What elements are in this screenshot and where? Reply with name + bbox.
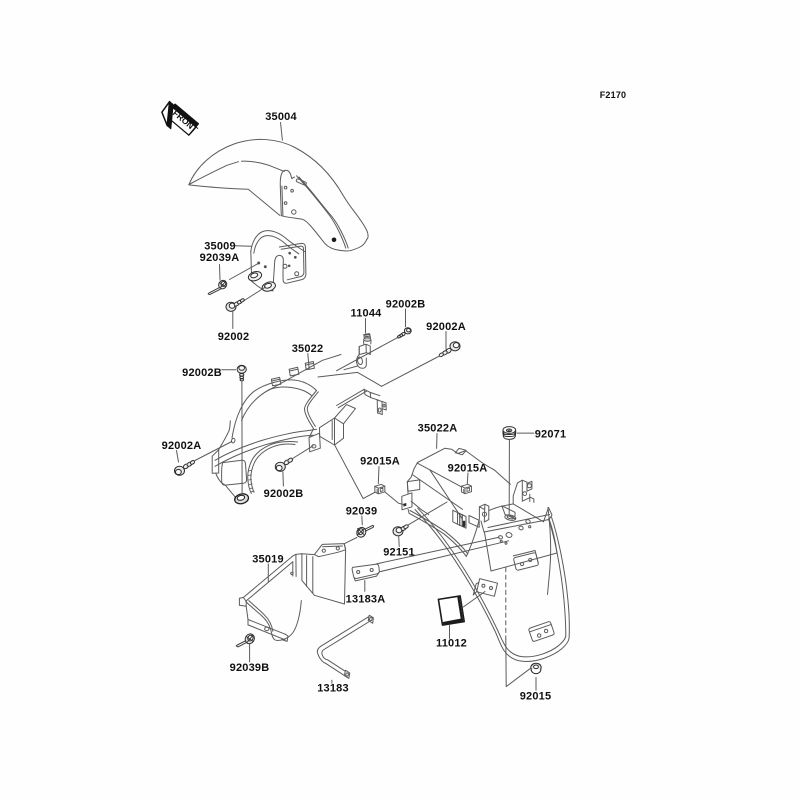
svg-text:92039A: 92039A xyxy=(200,252,240,264)
svg-text:F2170: F2170 xyxy=(600,90,627,100)
svg-text:35022: 35022 xyxy=(292,343,324,355)
svg-text:92039B: 92039B xyxy=(230,662,270,674)
svg-text:35019: 35019 xyxy=(252,554,284,566)
svg-text:92151: 92151 xyxy=(383,547,415,559)
svg-text:92071: 92071 xyxy=(535,429,567,441)
svg-text:35004: 35004 xyxy=(265,111,297,123)
svg-text:11044: 11044 xyxy=(351,308,383,320)
svg-text:92002B: 92002B xyxy=(264,488,304,500)
svg-text:92002: 92002 xyxy=(218,331,250,343)
svg-text:13183: 13183 xyxy=(317,683,349,695)
svg-text:92015: 92015 xyxy=(520,691,552,703)
svg-text:35009: 35009 xyxy=(204,241,236,253)
svg-text:35022A: 35022A xyxy=(418,423,458,435)
svg-text:92002A: 92002A xyxy=(426,321,466,333)
svg-text:92015A: 92015A xyxy=(448,463,488,475)
svg-text:92002B: 92002B xyxy=(182,367,222,379)
svg-text:92002B: 92002B xyxy=(386,299,426,311)
svg-text:11012: 11012 xyxy=(436,638,467,650)
svg-text:92039: 92039 xyxy=(346,506,378,518)
svg-text:92015A: 92015A xyxy=(360,456,400,468)
svg-text:13183A: 13183A xyxy=(346,594,386,606)
svg-text:92002A: 92002A xyxy=(162,440,202,452)
